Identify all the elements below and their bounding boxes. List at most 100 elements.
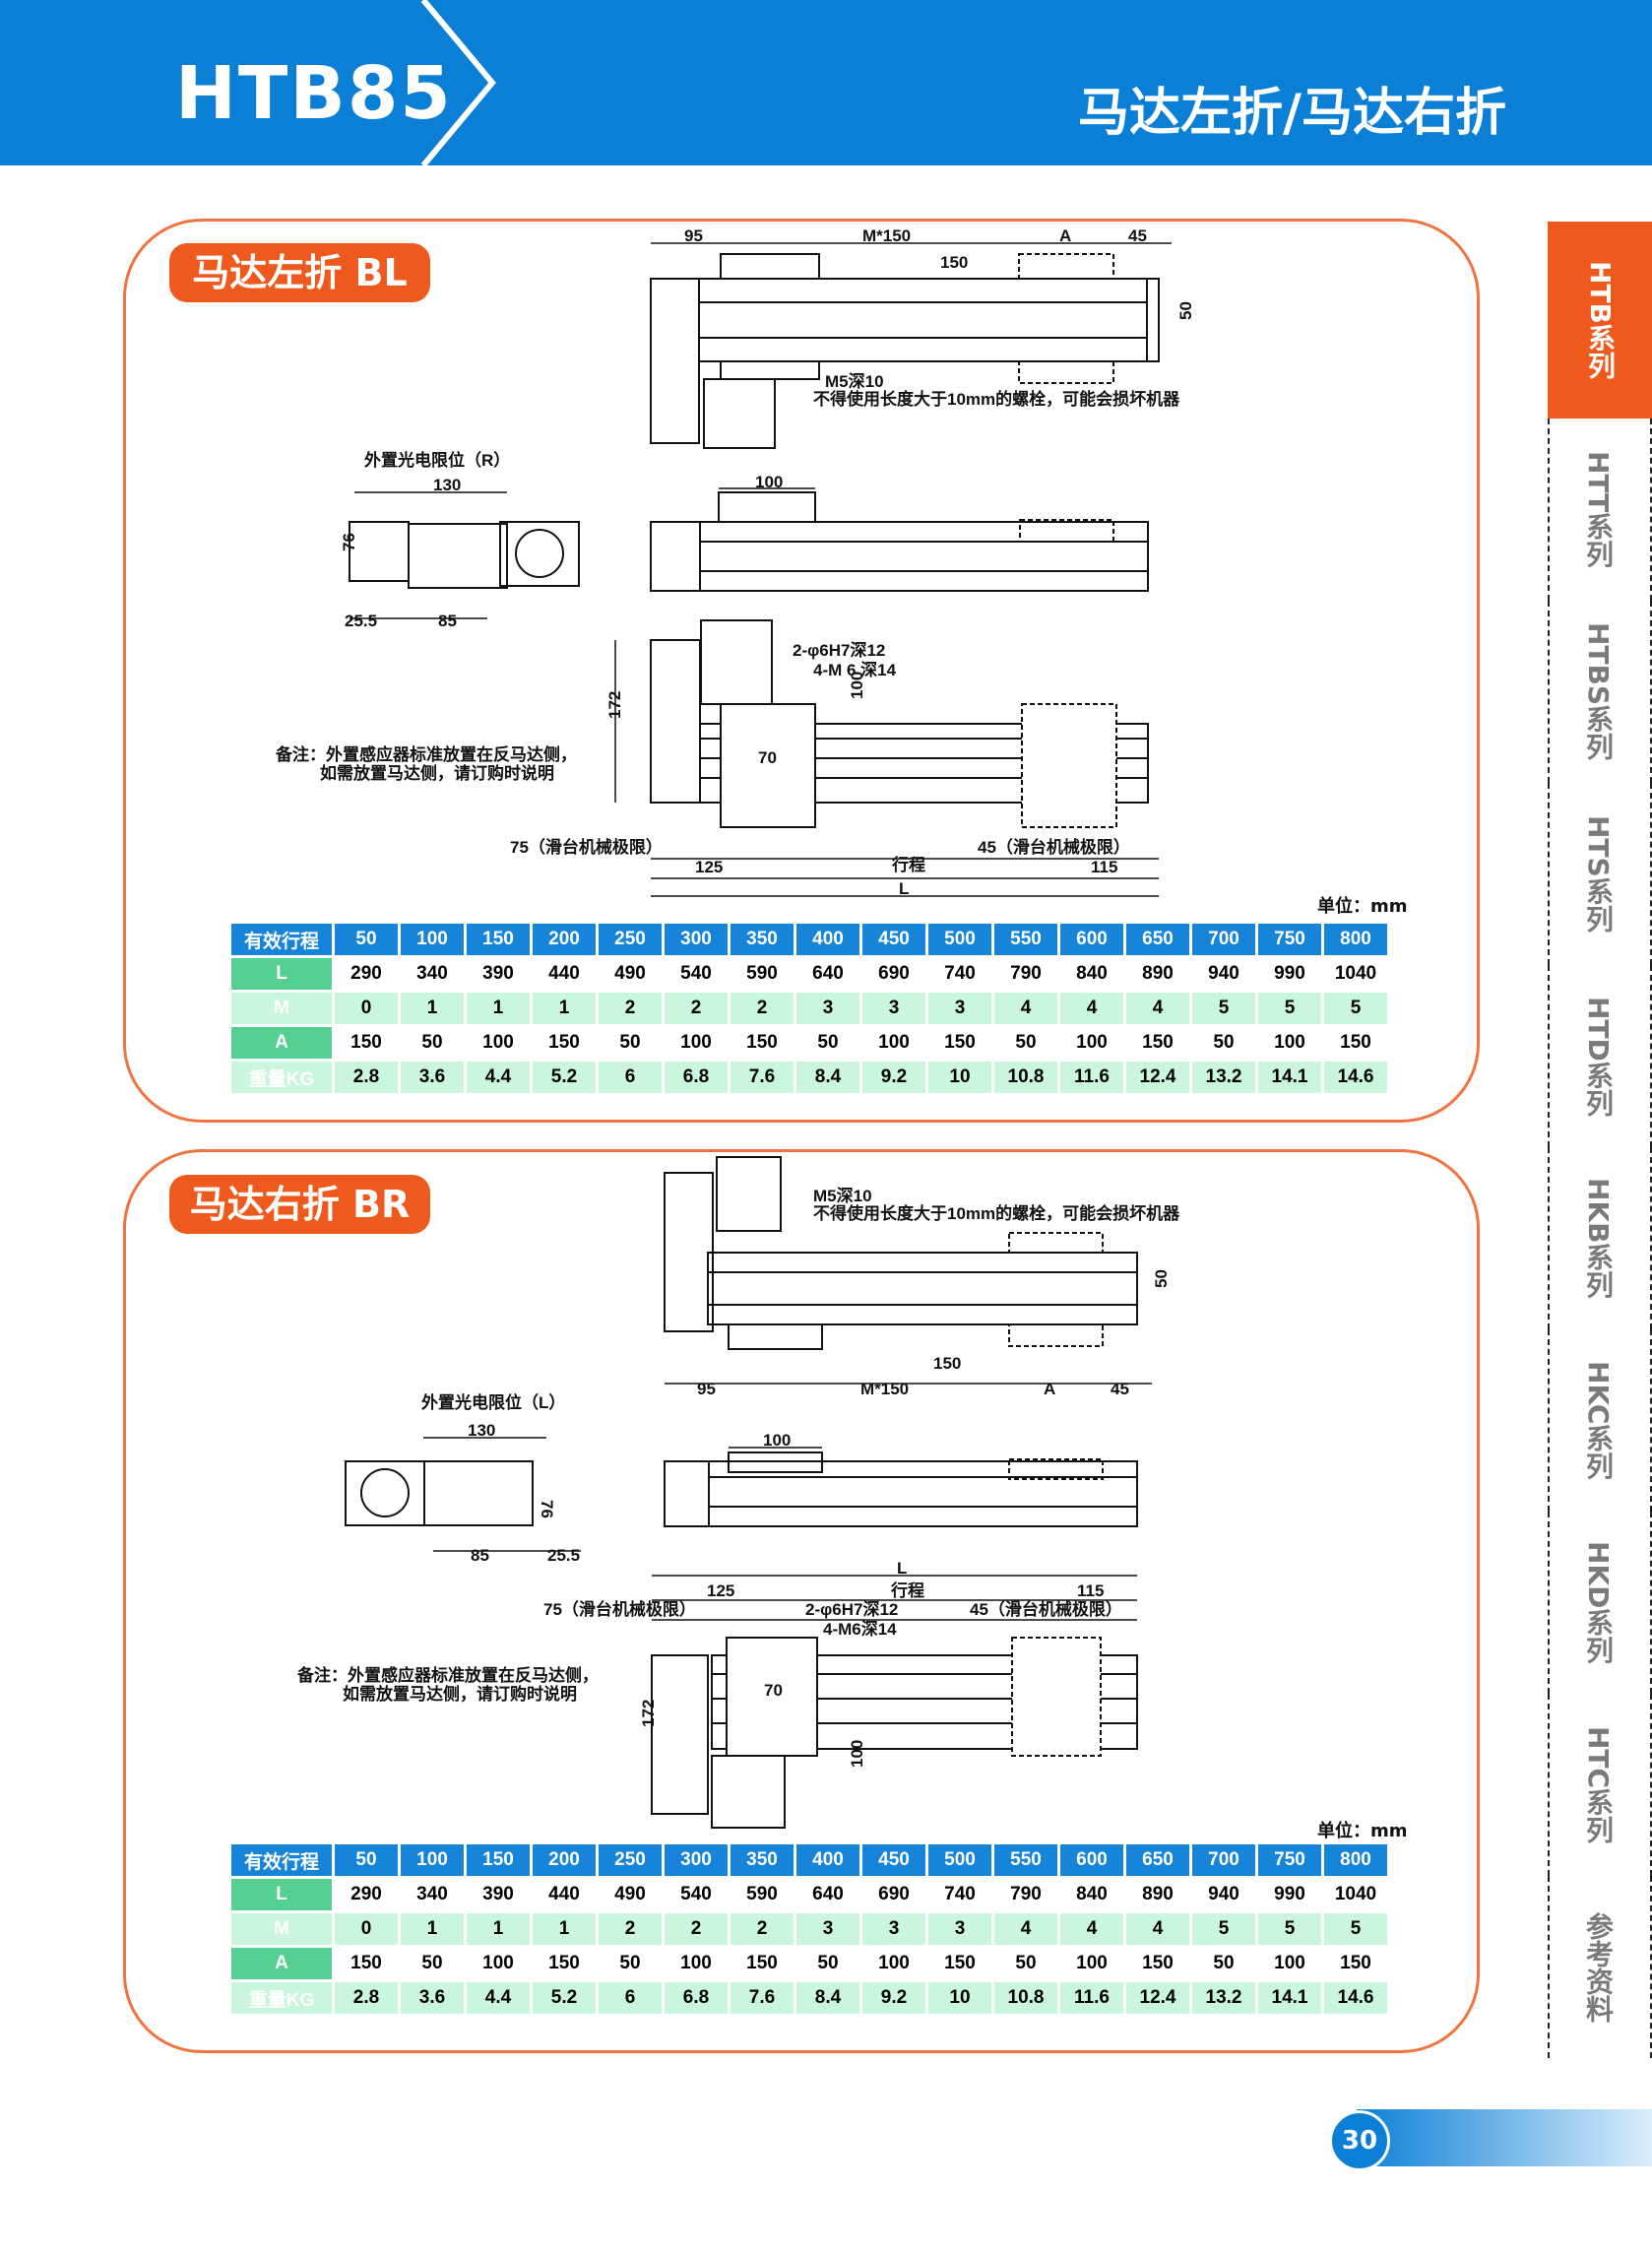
dim-a: A <box>1044 1380 1055 1398</box>
table-cell: 2 <box>665 1913 728 1945</box>
table-cell: 740 <box>944 1884 976 1904</box>
dim-85: 85 <box>438 612 457 630</box>
sidebar-tab-0[interactable]: HTB系列 <box>1548 222 1652 419</box>
sidebar-tab-5[interactable]: HKB系列 <box>1548 1147 1652 1329</box>
sidebar-tab-8[interactable]: HTC系列 <box>1548 1694 1652 1876</box>
screw-hole-label: 4-M6深14 <box>823 1619 897 1639</box>
dim-172: 172 <box>605 691 624 719</box>
page-header: HTB85 马达左折/马达右折 <box>0 0 1652 165</box>
table-cell: 3.6 <box>401 1062 464 1093</box>
m5-label: M5深10 <box>813 1186 872 1205</box>
table-cell: 150 <box>548 1953 580 1973</box>
table-cell: 150 <box>746 1032 778 1053</box>
header-cell: 650 <box>1126 1844 1189 1876</box>
pin-hole-label: 2-φ6H7深12 <box>805 1599 898 1619</box>
table-cell: 150 <box>1340 1953 1371 1973</box>
table-cell: 13.2 <box>1192 1982 1255 2014</box>
dim-50: 50 <box>1176 301 1195 320</box>
section-bl-panel <box>123 219 1480 1123</box>
table-cell: 5 <box>1258 1913 1321 1945</box>
table-cell: 890 <box>1142 1884 1174 1904</box>
header-cell: 300 <box>665 1844 728 1876</box>
table-cell: 690 <box>878 1884 910 1904</box>
dim-a: A <box>1059 226 1071 245</box>
table-cell: 690 <box>878 963 910 984</box>
table-cell: 50 <box>1015 1032 1037 1053</box>
row-header-cell: M <box>231 993 332 1024</box>
table-cell: 100 <box>1076 1953 1108 1973</box>
header-cell: 500 <box>928 1844 991 1876</box>
table-cell: 5 <box>1324 993 1387 1024</box>
sidebar-tab-3[interactable]: HTS系列 <box>1548 783 1652 965</box>
table-cell: 4 <box>994 993 1057 1024</box>
table-cell: 150 <box>944 1953 976 1973</box>
table-cell: 5 <box>1324 1913 1387 1945</box>
table-cell: 840 <box>1076 1884 1108 1904</box>
table-cell: 13.2 <box>1192 1062 1255 1093</box>
table-cell: 150 <box>548 1032 580 1053</box>
header-cell: 600 <box>1060 924 1123 955</box>
dim-L: L <box>897 1559 907 1578</box>
table-cell: 290 <box>350 1884 382 1904</box>
section-badge-br: 马达右折 BR <box>169 1175 430 1234</box>
table-cell: 10 <box>928 1982 991 2014</box>
header-cell: 350 <box>731 924 794 955</box>
table-cell: 11.6 <box>1060 1062 1123 1093</box>
table-cell: 10 <box>928 1062 991 1093</box>
header-cell: 700 <box>1192 1844 1255 1876</box>
sidebar-tab-1[interactable]: HTT系列 <box>1548 419 1652 601</box>
sidebar-tab-7[interactable]: HKD系列 <box>1548 1512 1652 1694</box>
header-cell: 800 <box>1324 1844 1387 1876</box>
page-number: 30 <box>1329 2110 1390 2171</box>
header-cell: 250 <box>599 1844 662 1876</box>
table-cell: 3 <box>862 1913 925 1945</box>
table-cell: 100 <box>878 1953 910 1973</box>
unit-label: 单位：mm <box>1317 1821 1408 1841</box>
warning-label: 不得使用长度大于10mm的螺栓，可能会损坏机器 <box>813 389 1180 409</box>
table-cell: 2.8 <box>335 1062 398 1093</box>
table-cell: 100 <box>482 1953 514 1973</box>
header-cell: 200 <box>533 1844 596 1876</box>
header-cell: 150 <box>467 924 530 955</box>
table-cell: 5 <box>1192 993 1255 1024</box>
sidebar-tab-4[interactable]: HTD系列 <box>1548 965 1652 1147</box>
limit-75-label: 75（滑台机械极限） <box>510 837 663 857</box>
dim-115: 115 <box>1077 1581 1104 1600</box>
table-cell: 1 <box>467 1913 530 1945</box>
note-line-2: 如需放置马达侧，请订购时说明 <box>320 763 554 783</box>
row-header-cell: A <box>231 1948 332 1979</box>
table-cell: 4 <box>1060 993 1123 1024</box>
table-cell: 890 <box>1142 963 1174 984</box>
table-cell: 9.2 <box>862 1982 925 2014</box>
header-cell: 500 <box>928 924 991 955</box>
table-cell: 290 <box>350 963 382 984</box>
table-cell: 150 <box>1142 1953 1174 1973</box>
dim-70: 70 <box>758 748 777 767</box>
dim-50: 50 <box>1152 1269 1171 1288</box>
table-cell: 2 <box>599 1913 662 1945</box>
row-header-cell: 有效行程 <box>231 924 332 955</box>
table-cell: 940 <box>1208 963 1239 984</box>
table-cell: 50 <box>619 1032 641 1053</box>
row-header-cell: L <box>231 958 332 990</box>
section-badge-bl: 马达左折 BL <box>169 243 430 302</box>
page-footer-bar <box>1357 2109 1652 2166</box>
sidebar-tab-6[interactable]: HKC系列 <box>1548 1329 1652 1512</box>
dim-25-5: 25.5 <box>547 1546 580 1565</box>
table-cell: 390 <box>482 1884 514 1904</box>
screw-hole-label: 4-M 6 深14 <box>813 660 897 679</box>
header-cell: 200 <box>533 924 596 955</box>
table-cell: 4.4 <box>467 1982 530 2014</box>
table-cell: 740 <box>944 963 976 984</box>
table-cell: 4 <box>1126 993 1189 1024</box>
sidebar-tab-9[interactable]: 参考资料 <box>1548 1876 1652 2058</box>
table-cell: 50 <box>619 1953 641 1973</box>
sidebar-tab-2[interactable]: HTBS系列 <box>1548 601 1652 783</box>
table-cell: 990 <box>1274 963 1305 984</box>
table-cell: 50 <box>1213 1953 1235 1973</box>
